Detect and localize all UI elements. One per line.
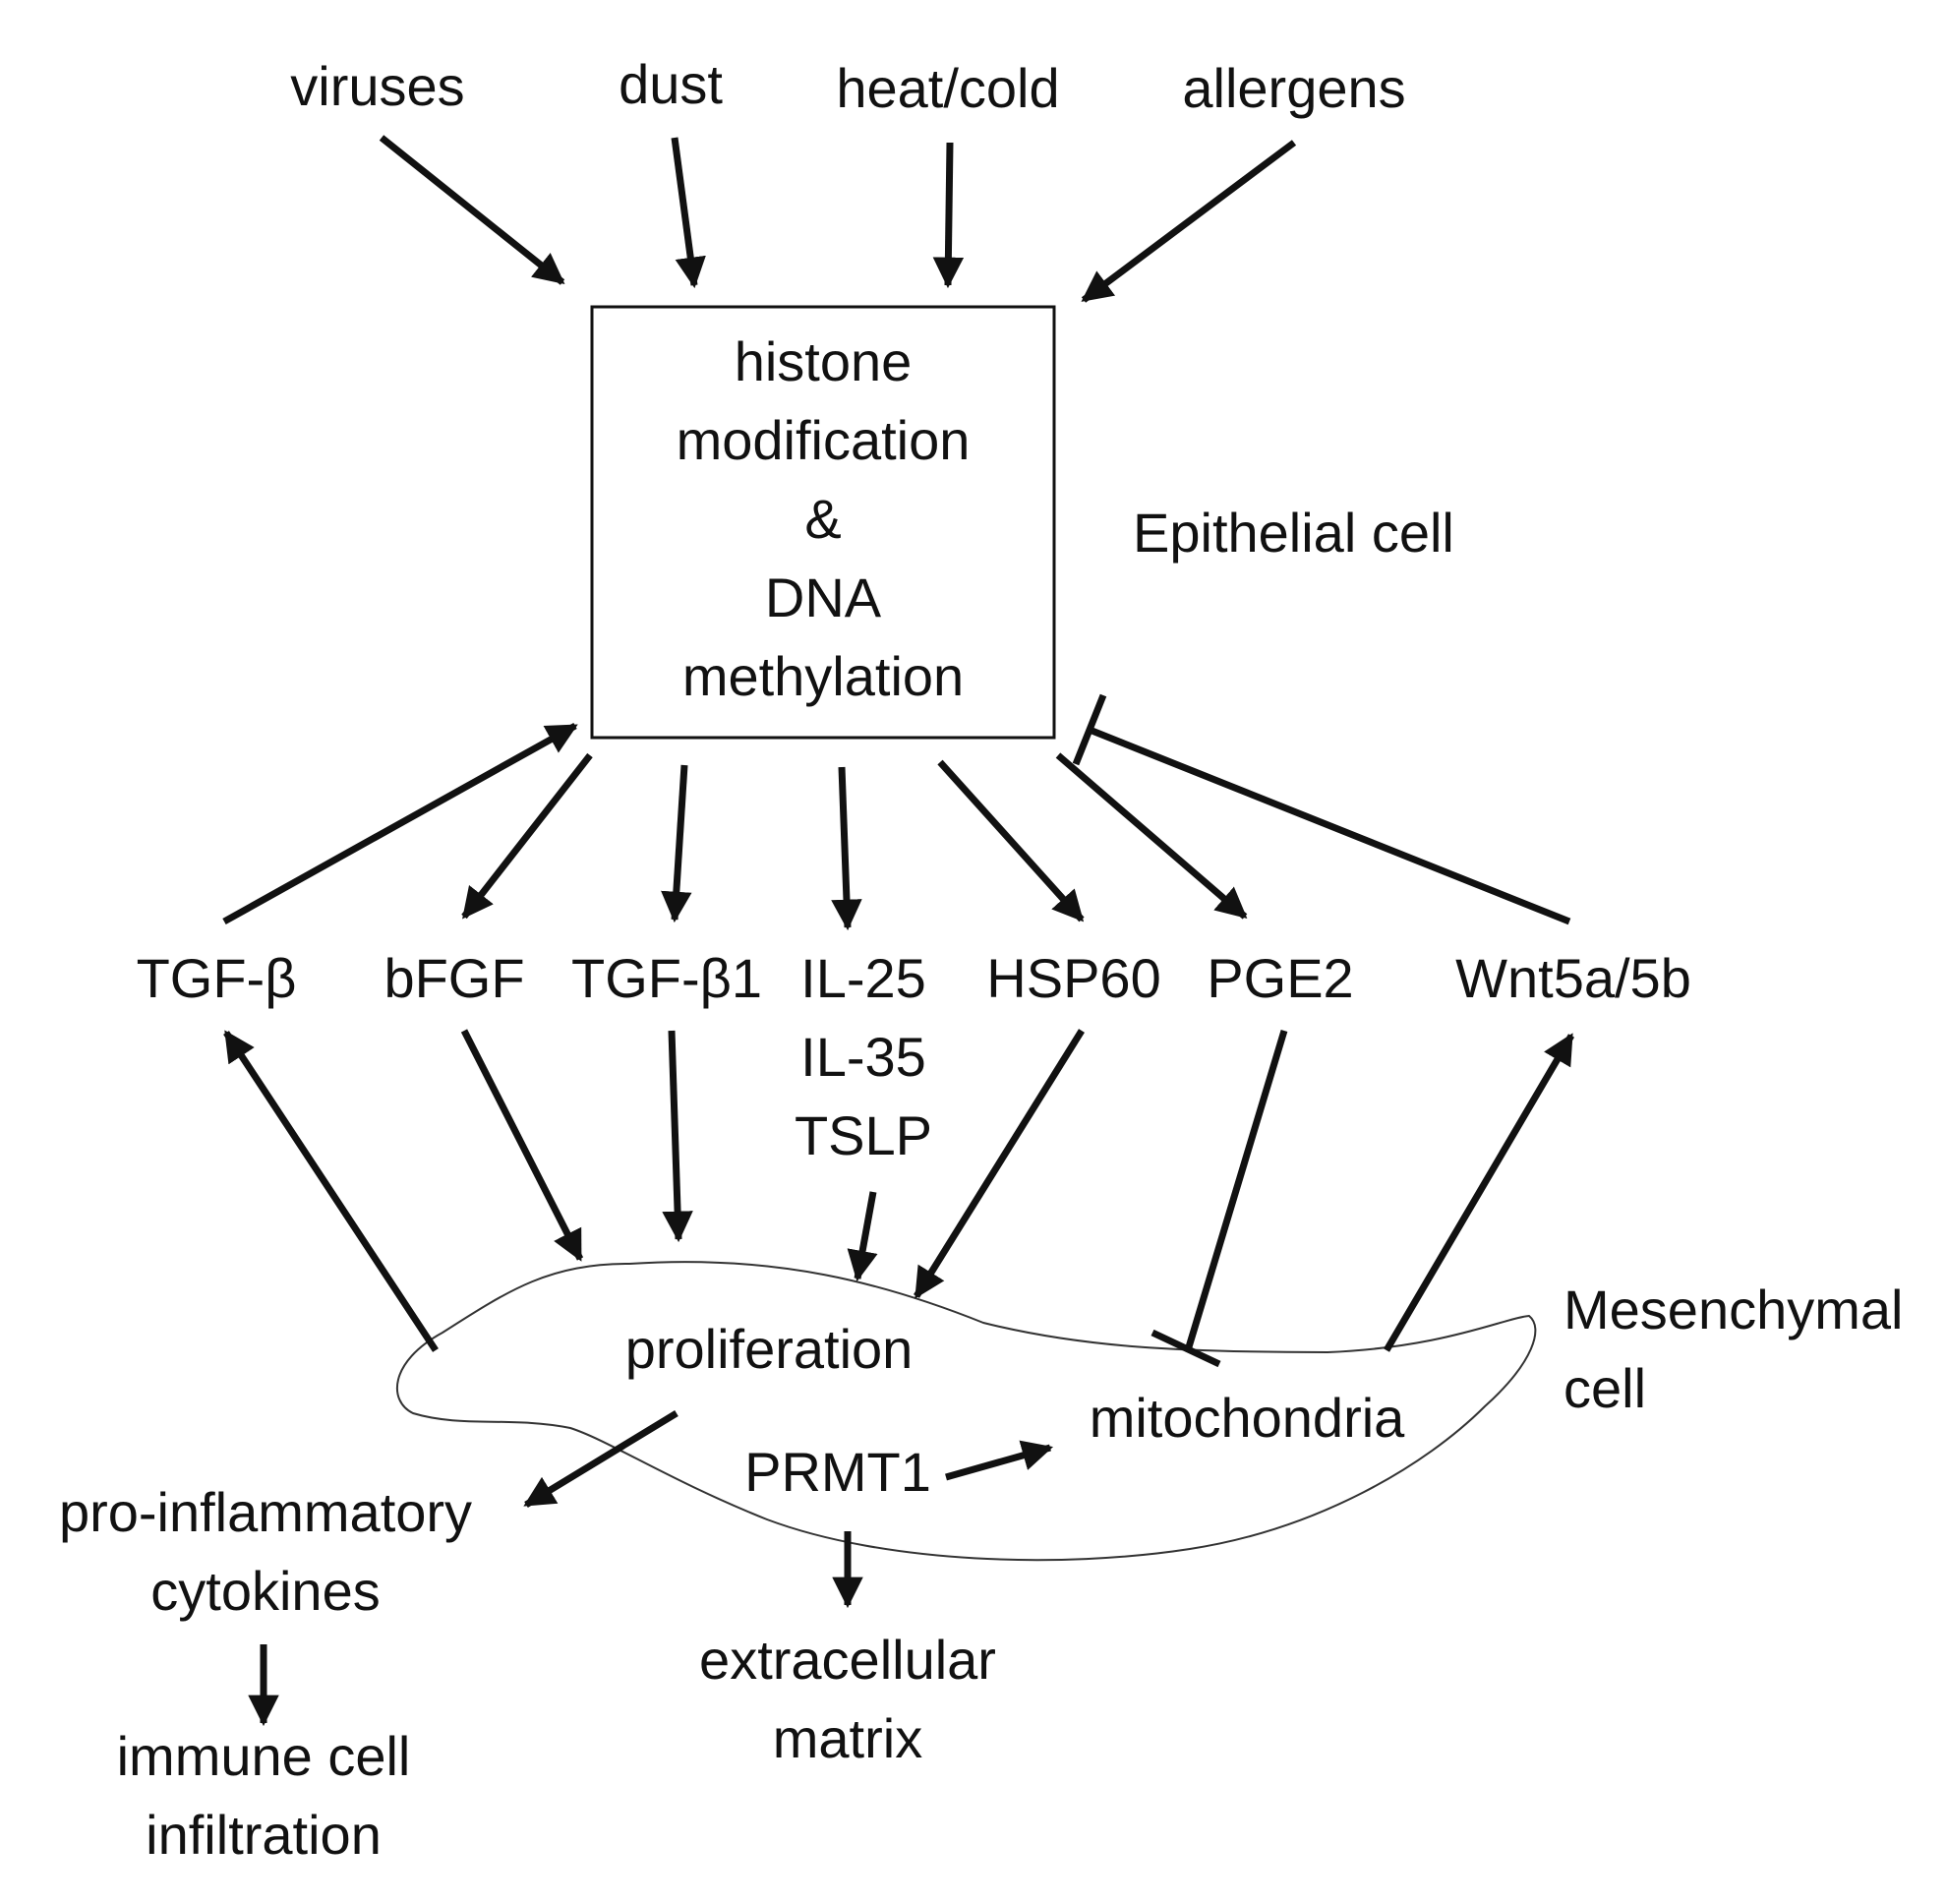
arrow-tslp-to-cell: [847, 1191, 878, 1282]
stimulus-heatcold-label: heat/cold: [836, 57, 1060, 119]
arrow-proliferation-to-cytokines: [523, 1410, 678, 1508]
mitochondria-label: mitochondria: [1089, 1387, 1405, 1449]
box-line-dna: DNA: [764, 566, 882, 628]
stimulus-allergens-label: allergens: [1182, 57, 1406, 119]
arrow-tgfb1-to-cell: [662, 1030, 693, 1243]
mediator-bfgf: bFGF: [384, 947, 525, 1009]
mediator-il35: IL-35: [800, 1026, 926, 1088]
inhibit-wnt-to-box-bar: [1072, 693, 1107, 766]
arrow-viruses-to-box: [379, 135, 565, 285]
arrow-box-to-bfgf: [461, 752, 593, 920]
mediator-pge2: PGE2: [1207, 947, 1354, 1009]
stimulus-dust-label: dust: [619, 53, 723, 115]
mesenchymal-cell-outline: [395, 1261, 1537, 1562]
stimulus-viruses-label: viruses: [290, 55, 465, 117]
mediator-tgf-beta1: TGF-β1: [571, 947, 762, 1009]
epithelial-cell-label: Epithelial cell: [1133, 502, 1454, 564]
inhibit-pge2-bar: [1150, 1329, 1221, 1368]
arrow-bfgf-to-cell: [460, 1029, 584, 1262]
mediator-il-group: IL-25 IL-35 TSLP: [795, 939, 932, 1175]
ecm-line1: extracellular: [699, 1629, 996, 1691]
epigenetic-box: [590, 305, 1056, 740]
cytokines-line1: pro-inflammatory: [58, 1481, 473, 1543]
box-line-histone: histone: [734, 330, 913, 392]
arrow-allergens-to-box: [1081, 140, 1297, 303]
arrow-hsp60-to-cell: [914, 1029, 1085, 1299]
extracellular-matrix-label: extracellular matrix: [699, 1621, 996, 1778]
arrow-box-to-tgfb1: [661, 764, 692, 923]
immune-line2: infiltration: [146, 1804, 382, 1866]
box-line-modification: modification: [676, 409, 971, 471]
mesenchymal-cell-label-line1: Mesenchymal: [1564, 1279, 1904, 1340]
arrow-tgfb-to-box: [222, 722, 578, 925]
proliferation-label: proliferation: [624, 1318, 914, 1380]
inhibit-wnt-to-box: [1088, 726, 1571, 925]
epigenetic-box-text: histone modification & DNA methylation: [677, 323, 971, 716]
arrow-box-to-il25: [831, 766, 862, 931]
arrow-cell-to-wnt: [1383, 1033, 1575, 1352]
mediator-wnt5a5b: Wnt5a/5b: [1455, 947, 1691, 1009]
arrow-cell-to-tgfb: [223, 1030, 439, 1352]
box-line-ampersand: &: [804, 488, 842, 550]
arrow-heatcold-to-box: [932, 142, 965, 289]
cytokines-label: pro-inflammatory cytokines: [59, 1473, 472, 1631]
mediator-il25: IL-25: [800, 947, 926, 1009]
immune-line1: immune cell: [116, 1725, 411, 1787]
cytokines-line2: cytokines: [150, 1560, 381, 1622]
immune-infiltration-label: immune cell infiltration: [117, 1717, 411, 1874]
mediator-hsp60: HSP60: [986, 947, 1161, 1009]
mediator-tgf-beta: TGF-β: [136, 947, 297, 1009]
arrow-prmt1-to-mitochondria: [945, 1440, 1054, 1481]
prmt1-label: PRMT1: [744, 1441, 931, 1503]
arrow-box-to-pge2: [1055, 752, 1248, 920]
box-line-methylation: methylation: [681, 645, 965, 707]
ecm-line2: matrix: [772, 1707, 923, 1769]
mesenchymal-cell-label: Mesenchymal cell: [1564, 1271, 1903, 1428]
inhibit-pge2-to-mitochondria: [1184, 1029, 1288, 1352]
mesenchymal-cell-label-line2: cell: [1564, 1357, 1647, 1419]
arrow-dust-to-box: [671, 137, 706, 289]
arrow-box-to-hsp60: [937, 759, 1085, 922]
mediator-tslp: TSLP: [794, 1104, 933, 1166]
